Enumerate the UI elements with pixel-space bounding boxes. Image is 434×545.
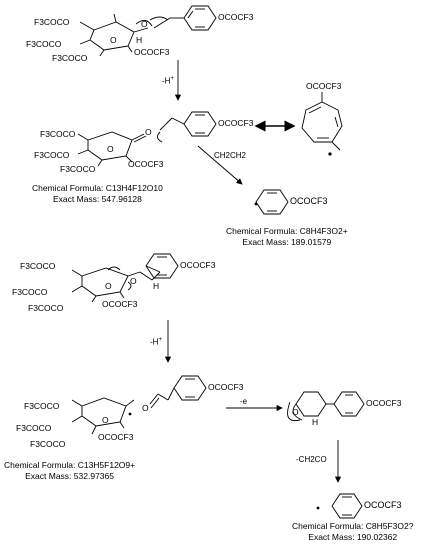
s4-group-f3coco-mid: F3COCO	[16, 423, 52, 433]
s2-group-f3coco-mid: F3COCO	[34, 150, 70, 160]
step-1-label: -H+	[162, 76, 174, 86]
structure-3-benzene	[145, 253, 179, 279]
intermediate-ococf3: OCOCF3	[366, 398, 402, 408]
structure-3-sugar	[71, 265, 161, 303]
s1-h: H	[136, 35, 143, 45]
tropylium-ring	[301, 92, 343, 151]
s3-group-f3coco-top: F3COCO	[20, 261, 56, 271]
s1-group-f3coco-top: F3COCO	[34, 17, 70, 27]
s4-aryl-ococf3: OCOCF3	[208, 382, 244, 392]
phenyl-cation-ring	[255, 189, 289, 215]
structure-2-sugar	[77, 131, 147, 167]
intermediate-o: O	[292, 407, 299, 417]
s1-ring-o: O	[110, 35, 117, 45]
s4-group-f3coco-low: F3COCO	[30, 439, 66, 449]
s1-group-f3coco-mid: F3COCO	[26, 39, 62, 49]
s3-h: H	[153, 281, 160, 291]
s1-group-f3coco-low: F3COCO	[52, 53, 88, 63]
caption-2: Chemical Formula: C8H4F3O2+ Exact Mass: …	[226, 226, 348, 247]
step-2-label: CH2CH2	[214, 151, 247, 160]
step-4-label: -e	[240, 397, 248, 406]
caption-3: Chemical Formula: C13H5F12O9+ Exact Mass…	[4, 460, 136, 481]
final-ring	[331, 493, 363, 519]
structure-1-benzene	[183, 5, 217, 31]
s3-group-ococf3-low: OCOCF3	[102, 299, 138, 309]
s2-ring-o: O	[107, 144, 114, 154]
s3-group-f3coco-mid: F3COCO	[12, 287, 48, 297]
s3-glycosidic-o: O	[130, 276, 137, 286]
cation-ococf3: OCOCF3	[290, 196, 328, 206]
caption-4: Chemical Formula: C8H5F3O2? Exact Mass: …	[292, 521, 414, 542]
s2-aryl-ococf3: OCOCF3	[218, 118, 254, 128]
s2-group-f3coco-low: F3COCO	[60, 164, 96, 174]
step-3-label: -H+	[150, 337, 162, 347]
s4-aldehyde-o: O	[142, 403, 149, 413]
structure-4-sugar	[71, 397, 135, 435]
intermediate-h: H	[312, 417, 319, 427]
s3-group-f3coco-low: F3COCO	[28, 303, 64, 313]
s3-aryl-ococf3: OCOCF3	[180, 260, 216, 270]
structure-1-sugar	[79, 13, 184, 57]
s4-group-ococf3-low: OCOCF3	[98, 432, 134, 442]
s1-group-ococf3-low: OCOCF3	[134, 47, 170, 57]
caption-1: Chemical Formula: C13H4F12O10 Exact Mass…	[32, 183, 163, 204]
s1-aryl-ococf3: OCOCF3	[218, 12, 254, 22]
final-ococf3: OCOCF3	[364, 500, 402, 510]
arrow-step-2	[197, 145, 243, 185]
s3-ring-o: O	[105, 281, 112, 291]
s2-carbonyl-o: O	[145, 127, 152, 137]
structure-4-benzene	[173, 375, 207, 401]
bicyclic-intermediate	[287, 391, 365, 422]
step-5-label: -CH2CO	[296, 455, 327, 464]
aldehyde-chain	[149, 387, 175, 409]
tropylium-ococf3: OCOCF3	[306, 81, 342, 91]
structure-2-benzene	[157, 111, 217, 143]
s2-group-ococf3-low: OCOCF3	[128, 159, 164, 169]
s1-glycosidic-o: O	[141, 19, 148, 29]
s2-group-f3coco-top: F3COCO	[40, 129, 76, 139]
s4-ring-o: O	[102, 415, 109, 425]
s4-group-f3coco-top: F3COCO	[24, 401, 60, 411]
